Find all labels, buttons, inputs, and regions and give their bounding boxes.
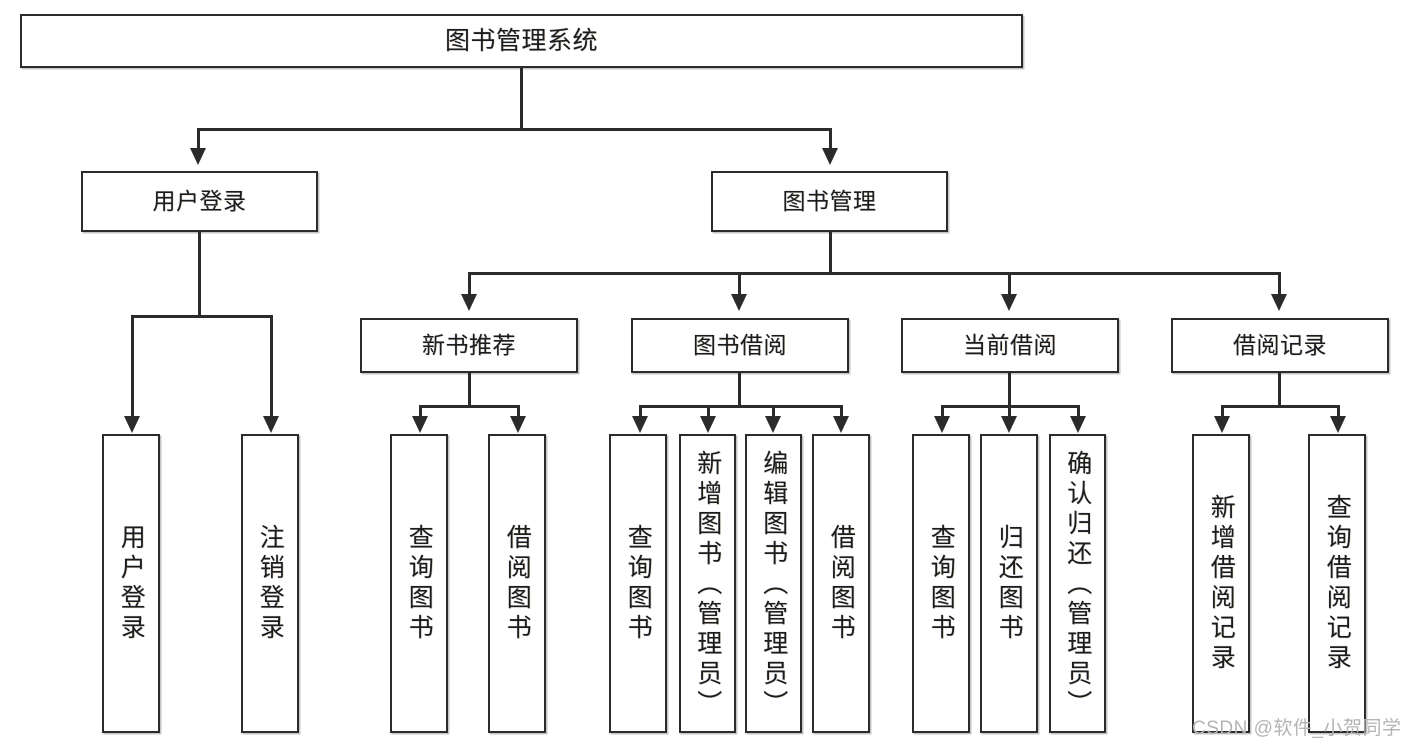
leaf-node-br-add-record[interactable]: 新增借阅记录 (1192, 434, 1250, 733)
connector-br-drop-1 (1221, 405, 1224, 418)
connector-bm-drop-2 (738, 272, 741, 296)
arrow-icon-user-login-leaf-2 (263, 416, 279, 433)
connector-book-borrow-bus (639, 405, 843, 408)
leaf-node-user-login[interactable]: 用户登录 (102, 434, 160, 733)
leaf-node-bb-add-book-admin[interactable]: 新增图书（管理员） (679, 434, 736, 733)
leaf-node-bb-edit-book-admin[interactable]: 编辑图书（管理员） (745, 434, 802, 733)
connector-current-borrow-stem (1008, 373, 1011, 407)
node-root-book-management-system[interactable]: 图书管理系统 (20, 14, 1023, 68)
connector-new-book-stem (468, 373, 471, 407)
node-label: 新增图书（管理员） (693, 450, 722, 720)
connector-book-borrow-stem (738, 373, 741, 407)
connector-user-login-bus (131, 315, 273, 318)
arrow-icon-bm-to-current-borrow (1001, 294, 1017, 311)
connector-book-management-bus (468, 272, 1281, 275)
arrow-icon-bm-to-new-book (461, 294, 477, 311)
arrow-icon-cb-leaf-1 (934, 416, 950, 433)
node-label: 注销登录 (256, 523, 285, 644)
connector-bb-drop-3 (772, 405, 775, 418)
connector-bm-drop-3 (1008, 272, 1011, 296)
node-label: 查询借阅记录 (1323, 493, 1352, 674)
connector-bb-drop-4 (840, 405, 843, 418)
connector-bb-drop-1 (639, 405, 642, 418)
leaf-node-cb-return-book[interactable]: 归还图书 (980, 434, 1038, 733)
connector-borrow-record-bus (1221, 405, 1339, 408)
leaf-node-cb-confirm-return-admin[interactable]: 确认归还（管理员） (1049, 434, 1106, 733)
connector-cb-drop-2 (1008, 405, 1011, 418)
leaf-node-nb-query-book[interactable]: 查询图书 (390, 434, 448, 733)
arrow-icon-bm-to-borrow-record (1271, 294, 1287, 311)
arrow-icon-nb-leaf-2 (510, 416, 526, 433)
arrow-icon-cb-leaf-3 (1070, 416, 1086, 433)
connector-cb-drop-3 (1077, 405, 1080, 418)
node-new-book-recommend[interactable]: 新书推荐 (360, 318, 578, 373)
node-label: 编辑图书（管理员） (759, 450, 788, 720)
node-borrow-record[interactable]: 借阅记录 (1171, 318, 1389, 373)
connector-user-login-drop-1 (131, 315, 134, 418)
node-label: 归还图书 (995, 523, 1024, 644)
arrow-icon-root-to-user-login (190, 148, 206, 165)
connector-root-bus (197, 128, 831, 131)
node-label: 图书借阅 (693, 332, 787, 359)
node-label: 查询图书 (405, 523, 434, 644)
arrow-icon-br-leaf-1 (1214, 416, 1230, 433)
connector-cb-drop-1 (941, 405, 944, 418)
node-label: 新增借阅记录 (1207, 493, 1236, 674)
arrow-icon-bb-leaf-1 (632, 416, 648, 433)
connector-nb-drop-1 (419, 405, 422, 418)
node-book-management[interactable]: 图书管理 (711, 171, 948, 232)
arrow-icon-bb-leaf-2 (700, 416, 716, 433)
node-label: 借阅图书 (827, 523, 856, 644)
connector-bm-drop-1 (468, 272, 471, 296)
connector-root-stem (520, 68, 523, 130)
node-label: 查询图书 (624, 523, 653, 644)
arrow-icon-cb-leaf-2 (1001, 416, 1017, 433)
connector-root-drop-2 (829, 128, 832, 150)
connector-user-login-drop-2 (270, 315, 273, 418)
arrow-icon-bb-leaf-3 (765, 416, 781, 433)
leaf-node-br-query-record[interactable]: 查询借阅记录 (1308, 434, 1366, 733)
connector-user-login-stem (198, 232, 201, 317)
connector-new-book-bus (419, 405, 519, 408)
arrow-icon-bb-leaf-4 (833, 416, 849, 433)
arrow-icon-br-leaf-2 (1330, 416, 1346, 433)
node-user-login[interactable]: 用户登录 (81, 171, 318, 232)
node-label: 当前借阅 (963, 332, 1057, 359)
connector-root-drop-1 (197, 128, 200, 150)
node-label: 图书管理系统 (444, 26, 598, 55)
connector-book-management-stem (829, 232, 832, 274)
node-label: 图书管理 (782, 188, 877, 215)
node-book-borrow[interactable]: 图书借阅 (631, 318, 849, 373)
arrow-icon-user-login-leaf-1 (124, 416, 140, 433)
arrow-icon-nb-leaf-1 (412, 416, 428, 433)
node-label: 用户登录 (117, 523, 146, 644)
connector-nb-drop-2 (517, 405, 520, 418)
leaf-node-logout[interactable]: 注销登录 (241, 434, 299, 733)
connector-bm-drop-4 (1278, 272, 1281, 296)
connector-borrow-record-stem (1278, 373, 1281, 407)
node-label: 新书推荐 (422, 332, 516, 359)
leaf-node-cb-query-book[interactable]: 查询图书 (912, 434, 970, 733)
arrow-icon-bm-to-book-borrow (731, 294, 747, 311)
node-label: 借阅图书 (503, 523, 532, 644)
node-label: 借阅记录 (1233, 332, 1327, 359)
leaf-node-nb-borrow-book[interactable]: 借阅图书 (488, 434, 546, 733)
node-label: 确认归还（管理员） (1063, 450, 1092, 720)
connector-br-drop-2 (1337, 405, 1340, 418)
node-current-borrow[interactable]: 当前借阅 (901, 318, 1119, 373)
connector-bb-drop-2 (707, 405, 710, 418)
node-label: 查询图书 (927, 523, 956, 644)
node-label: 用户登录 (152, 188, 247, 215)
arrow-icon-root-to-book-management (822, 148, 838, 165)
leaf-node-bb-query-book[interactable]: 查询图书 (609, 434, 667, 733)
leaf-node-bb-borrow-book[interactable]: 借阅图书 (812, 434, 870, 733)
